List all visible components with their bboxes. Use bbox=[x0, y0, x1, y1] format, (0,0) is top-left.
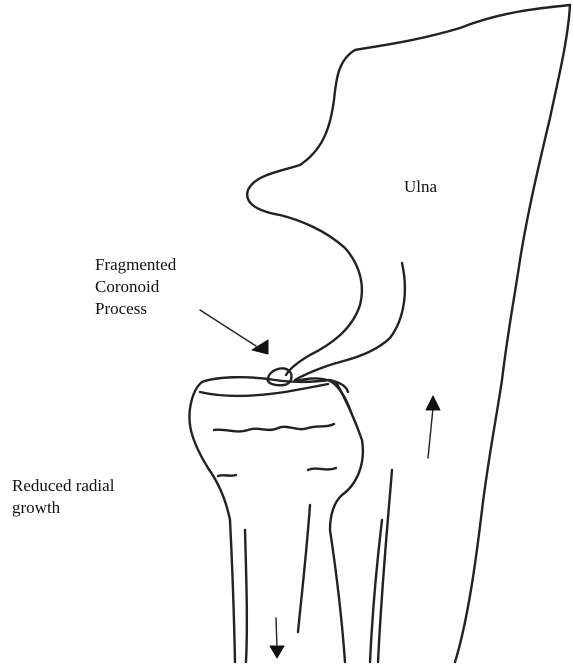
fcp-label-line-2: Coronoid bbox=[95, 276, 176, 298]
radius-growth-arrow bbox=[270, 618, 284, 658]
radius-growth-line-2 bbox=[218, 475, 236, 476]
ulna-label-text: Ulna bbox=[404, 176, 437, 198]
ulna-outline-left bbox=[455, 5, 570, 662]
ulna-label: Ulna bbox=[404, 176, 437, 198]
radius-growth-line-3 bbox=[308, 468, 336, 470]
ulna-bone bbox=[247, 5, 570, 662]
ulna-outline-top bbox=[355, 5, 570, 50]
radius-head-surface bbox=[200, 384, 328, 396]
radius-growth-arrow-head bbox=[270, 646, 284, 658]
fragmented-coronoid-process-label: Fragmented Coronoid Process bbox=[95, 254, 176, 320]
radius-outline bbox=[190, 382, 236, 662]
radius-right-side bbox=[330, 382, 363, 530]
ulna-shaft-line bbox=[378, 470, 392, 662]
fcp-label-line-1: Fragmented bbox=[95, 254, 176, 276]
radius-shaft-mid bbox=[298, 505, 310, 632]
forearm-shaft-lines bbox=[370, 470, 392, 662]
coronoid-fragment bbox=[268, 368, 292, 385]
radius-shaft-right bbox=[330, 530, 345, 662]
arrow-to-fragment bbox=[200, 310, 268, 354]
radial-label-line-1: Reduced radial bbox=[12, 475, 114, 497]
arrow-to-fragment-shaft bbox=[200, 310, 256, 346]
radius-shaft-inner bbox=[245, 530, 247, 662]
arrow-to-fragment-head bbox=[252, 340, 268, 354]
fcp-label-line-3: Process bbox=[95, 298, 176, 320]
ulna-olecranon bbox=[247, 50, 362, 375]
ulna-growth-arrow bbox=[426, 396, 440, 458]
radial-label-line-2: growth bbox=[12, 497, 114, 519]
ulna-trochlear-notch-inner bbox=[295, 263, 405, 380]
ulna-growth-arrow-shaft bbox=[428, 408, 433, 458]
ulna-growth-arrow-head bbox=[426, 396, 440, 410]
reduced-radial-growth-label: Reduced radial growth bbox=[12, 475, 114, 519]
radius-growth-line-1 bbox=[214, 424, 334, 431]
radius-growth-arrow-shaft bbox=[276, 618, 277, 648]
coronoid-fragment-outline bbox=[268, 368, 292, 385]
